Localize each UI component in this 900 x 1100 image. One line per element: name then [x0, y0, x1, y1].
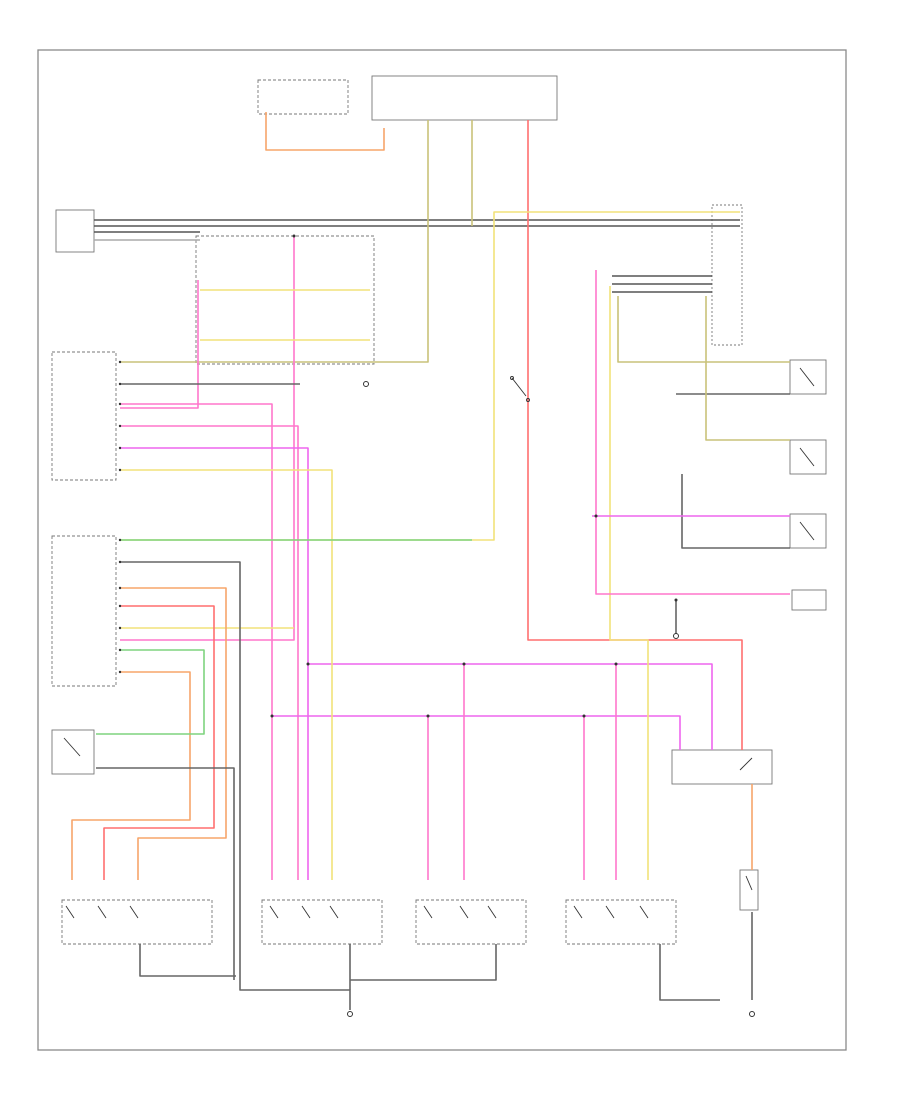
wire-orange-fuse: [265, 112, 385, 151]
driver-door-module: [61, 899, 213, 945]
diagram-border: [37, 49, 847, 1051]
ground-symbol: [363, 381, 369, 387]
driver-switch: [51, 535, 117, 687]
wire-orange-drv-2: [120, 587, 227, 880]
rear-right-door-module: [565, 899, 677, 945]
wire-pink-2: [120, 236, 295, 641]
wire-dark-top-right: [612, 275, 712, 293]
liftgate-relay: [671, 749, 773, 785]
component-blocks: [51, 75, 827, 945]
right-connector: [711, 204, 743, 346]
connector-dots: [118, 234, 678, 718]
wire-magenta-horiz-1: [308, 663, 713, 750]
wire-orange-drv-1: [71, 671, 191, 880]
wire-pink-right: [595, 270, 790, 595]
rear-lamp: [791, 589, 827, 611]
wire-dark-right: [659, 912, 753, 1001]
interface-module: [195, 235, 375, 365]
wire-tan-right: [705, 296, 790, 441]
ground-symbols: [347, 381, 755, 1017]
wire-dark-mirror: [96, 767, 235, 980]
passenger-switch: [51, 351, 117, 481]
forward-sensor: [55, 209, 95, 253]
wire-pink-3: [120, 403, 273, 880]
mirror-switch: [51, 729, 95, 775]
right-liftgate-switch: [789, 513, 827, 549]
wire-pink-1: [120, 280, 199, 409]
ground-symbol: [347, 1011, 353, 1017]
passenger-door-module: [261, 899, 383, 945]
wire-pink-4: [120, 425, 299, 880]
wire-magenta-horiz-2: [272, 715, 681, 750]
wire-tan-main: [120, 120, 429, 363]
rear-left-door-module: [415, 899, 527, 945]
liftgate-ajar-switch: [789, 359, 827, 395]
left-liftgate-switch: [789, 439, 827, 475]
ground-symbol: [673, 633, 679, 639]
wire-dark-drv: [120, 561, 351, 1010]
liftgate-switch: [739, 869, 759, 911]
wire-green-2: [96, 649, 205, 735]
wire-yellow-top: [120, 211, 740, 541]
ground-symbol: [749, 1011, 755, 1017]
wire-red-main: [527, 120, 743, 750]
wires: [71, 112, 790, 1010]
wire-yellow-rear: [609, 286, 649, 880]
fuse-block-left: [257, 79, 349, 115]
wire-pink-5: [120, 447, 309, 880]
wire-tan-right-2: [617, 296, 790, 363]
wire-red-drv: [103, 605, 215, 880]
wire-yellow-pass: [120, 469, 333, 880]
switch-symbols: [63, 367, 815, 919]
fuse-block-center: [371, 75, 558, 121]
bus-wires: [94, 219, 740, 233]
wire-dark-bottom: [139, 944, 497, 990]
wire-dark-relay: [675, 393, 790, 634]
